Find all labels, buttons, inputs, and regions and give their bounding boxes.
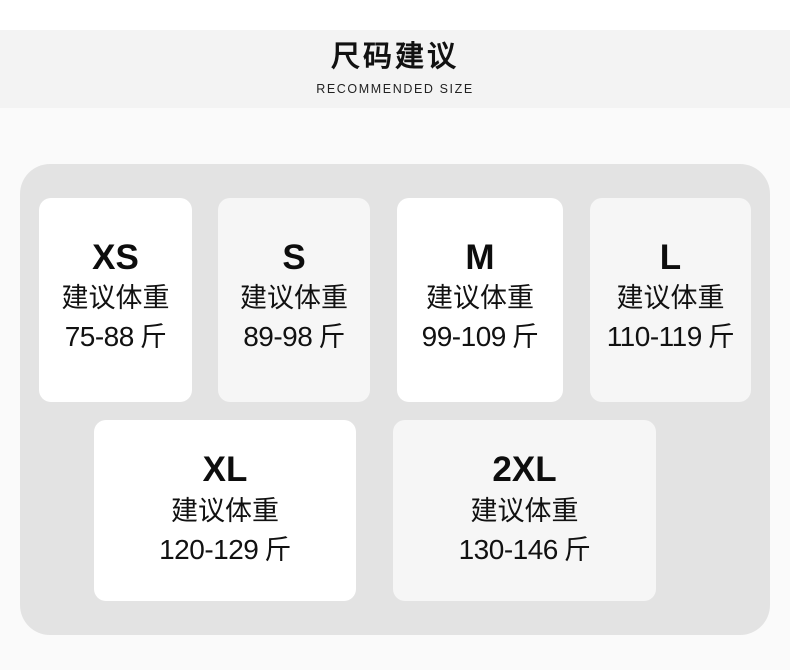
size-label: XL [202, 450, 248, 489]
header-band [0, 30, 790, 108]
size-label: XS [92, 238, 139, 277]
size-label: 2XL [492, 450, 557, 489]
weight-unit: 斤 [563, 535, 591, 566]
top-strip [0, 0, 790, 30]
weight-label: 建议体重 [61, 283, 170, 314]
page-subtitle: RECOMMENDED SIZE [316, 82, 474, 96]
weight-unit: 斤 [511, 322, 539, 353]
weight-label: 建议体重 [171, 496, 279, 527]
weight-range-value: 110-119 [606, 321, 703, 352]
weight-range-value: 75-88 [64, 321, 135, 352]
weight-range-value: 89-98 [243, 321, 313, 352]
weight-label: 建议体重 [470, 496, 579, 527]
page-title: 尺码建议 [330, 39, 459, 73]
weight-unit: 斤 [707, 322, 735, 353]
size-label: L [659, 238, 682, 277]
weight-unit: 斤 [264, 535, 291, 566]
weight-range-value: 130-146 [458, 534, 559, 565]
weight-label: 建议体重 [616, 283, 725, 314]
weight-unit: 斤 [139, 322, 167, 353]
weight-label: 建议体重 [426, 283, 534, 314]
weight-unit: 斤 [318, 322, 345, 353]
weight-range-value: 99-109 [421, 321, 507, 352]
weight-label: 建议体重 [240, 283, 348, 314]
weight-range-value: 120-129 [159, 534, 259, 565]
size-label: S [282, 238, 306, 277]
size-label: M [465, 238, 495, 277]
